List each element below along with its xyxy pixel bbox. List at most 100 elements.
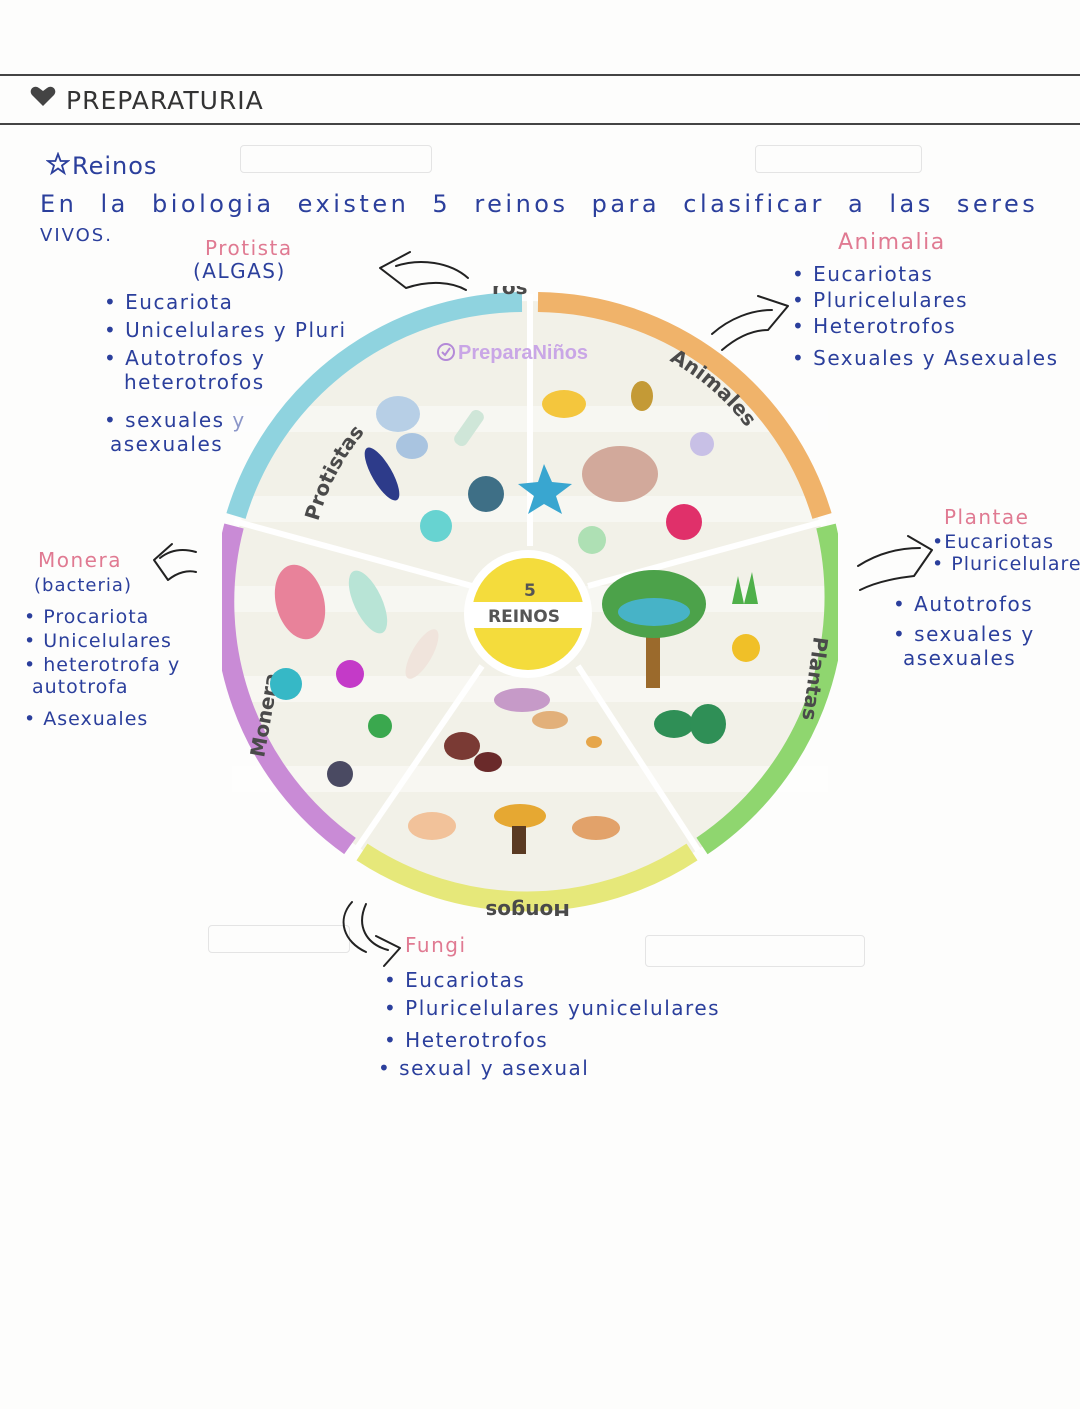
monera-illustrations <box>270 564 439 787</box>
faint-box <box>755 145 922 173</box>
mushroom-cap-illustration <box>444 732 480 760</box>
list-item: •Eucariotas <box>932 531 1055 553</box>
list-item: • Autotrofos <box>893 592 1034 616</box>
mushroom-cap-illustration <box>494 688 550 712</box>
plantae-list-bottom: • Autotrofos • sexuales y asexuales <box>893 592 1035 670</box>
list-item: • Eucariotas <box>384 968 526 992</box>
bird-illustration <box>666 504 702 540</box>
paramecium-illustration <box>468 476 504 512</box>
mushroom-stem-illustration <box>512 826 526 854</box>
list-item-continued: autotrofa <box>32 676 129 698</box>
monera-subtitle: (bacteria) <box>34 575 132 596</box>
grass-illustration <box>732 572 758 604</box>
algae-cluster-illustration <box>420 510 452 542</box>
list-item: • Procariota <box>24 606 150 628</box>
rim-hongos <box>356 843 698 912</box>
center-label: REINOS <box>488 607 560 627</box>
arrow-to-plantae <box>857 535 933 591</box>
list-item: • Eucariota <box>104 290 234 314</box>
virus-illustration <box>368 714 392 738</box>
plantae-list-top: •Eucariotas • Pluricelulare <box>932 531 1080 575</box>
list-item-continued: asexuales <box>110 432 224 456</box>
virus-illustration <box>327 761 353 787</box>
top-rule <box>0 74 1080 76</box>
mushroom-cap-illustration <box>532 711 568 729</box>
frog-illustration <box>578 526 606 554</box>
monera-title: Monera <box>38 548 122 572</box>
fish-illustration <box>542 390 586 418</box>
arrow-to-protista <box>379 251 469 291</box>
bacterium-illustration <box>274 564 326 640</box>
cocci-cluster-illustration <box>270 668 302 700</box>
divider <box>233 518 473 589</box>
list-item-continued: heterotrofos <box>124 370 265 394</box>
rim-monera <box>222 523 356 855</box>
jellyfish-illustration <box>690 432 714 456</box>
heart-icon <box>30 85 56 111</box>
amoeba-illustration <box>376 396 420 432</box>
monera-list: • Procariota • Unicelulares • heterotrof… <box>24 606 180 730</box>
list-item: • Pluricelulare <box>932 553 1080 575</box>
tree-trunk-illustration <box>646 622 660 688</box>
list-item: • sexuales y <box>104 408 246 432</box>
leaf-illustration <box>654 710 694 738</box>
divider <box>353 664 485 852</box>
list-item: • Asexuales <box>24 708 149 730</box>
center-band <box>472 602 584 628</box>
list-item: • Heterotrofos <box>792 314 957 338</box>
mushroom-cap-illustration <box>572 816 620 840</box>
rim-plantas <box>696 523 838 855</box>
fungi-title: Fungi <box>405 933 467 957</box>
diatom-illustration <box>396 433 428 459</box>
list-item: • Eucariotas <box>792 262 934 286</box>
band-stripe <box>232 766 828 792</box>
mushroom-cap-illustration <box>586 736 602 748</box>
divider <box>575 664 701 852</box>
arrow-to-monera <box>153 543 197 581</box>
animalia-title: Animalia <box>838 230 946 255</box>
list-item: • Unicelulares <box>24 630 172 652</box>
faint-box <box>240 145 432 173</box>
protist-illustrations <box>364 396 504 542</box>
list-item: • Pluricelulares <box>792 288 969 312</box>
mushroom-cap-illustration <box>408 812 456 840</box>
watermark-text: PreparaNiños <box>458 342 588 364</box>
list-item: • sexuales y <box>893 622 1035 646</box>
watermark: PreparaNiños <box>437 342 588 364</box>
animal-illustrations <box>518 381 714 554</box>
mushroom-cap-illustration <box>494 804 546 828</box>
list-item: • Heterotrofos <box>384 1028 549 1052</box>
plant-illustrations <box>602 570 760 744</box>
intro-line-1: En la biologia existen 5 reinos para cla… <box>40 190 1039 218</box>
list-item: • sexual y asexual <box>378 1056 590 1080</box>
list-item: • Sexuales y Asexuales <box>792 346 1059 370</box>
beetle-illustration <box>631 381 653 411</box>
faint-box <box>645 935 865 967</box>
arrow-to-fungi <box>342 901 401 967</box>
protista-title: Protista <box>205 236 293 260</box>
virus-illustration <box>336 660 364 688</box>
section-heading: Reinos <box>72 152 158 180</box>
list-item: • Unicelulares y Pluri <box>104 318 347 342</box>
arrow-to-animalia <box>711 295 789 351</box>
rim-protistas <box>226 292 523 519</box>
protista-list: • Eucariota • Unicelulares y Pluri • Aut… <box>104 290 347 456</box>
star-icon <box>45 151 71 180</box>
bacillus-illustration <box>348 570 388 634</box>
starfish-illustration <box>518 464 572 514</box>
list-item: • Pluricelulares yunicelulares <box>384 996 721 1020</box>
fungi-list: • Eucariotas • Pluricelulares yunicelula… <box>378 968 721 1080</box>
page-title: PREPARATURIA <box>66 86 264 115</box>
protista-subtitle: (ALGAS) <box>193 259 286 283</box>
center-number: 5 <box>524 581 536 601</box>
label-hongos: Hongos <box>485 899 570 916</box>
kingdoms-wheel: ros Protistas Animales Plantas Hongos Mo… <box>222 286 838 916</box>
watermark-icon <box>437 343 455 361</box>
mushroom-cap-illustration <box>474 752 502 772</box>
fungi-illustrations <box>408 688 620 854</box>
elephant-illustration <box>582 446 658 502</box>
plantae-title: Plantae <box>944 505 1030 529</box>
top-partial-label: ros <box>492 286 528 299</box>
animalia-list: • Eucariotas • Pluricelulares • Heterotr… <box>792 262 1059 370</box>
